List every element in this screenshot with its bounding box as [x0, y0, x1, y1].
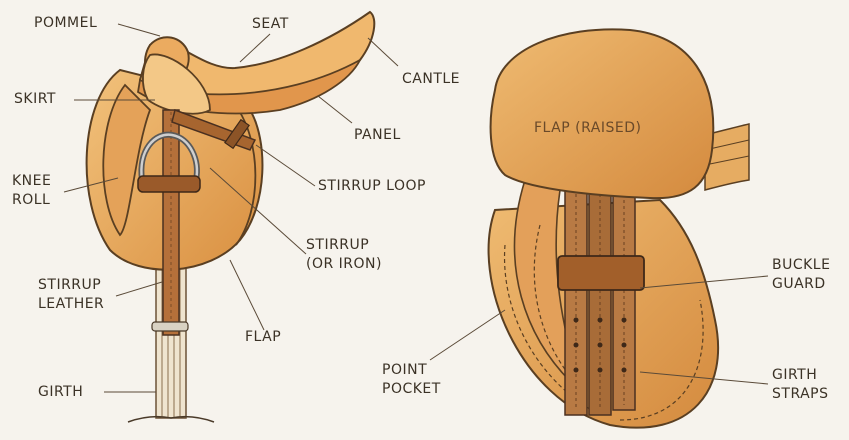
- label-stirrup-loop: STIRRUP LOOP: [318, 177, 426, 196]
- label-skirt: SKIRT: [14, 90, 56, 109]
- label-knee-roll: KNEE ROLL: [12, 172, 51, 210]
- label-panel: PANEL: [354, 126, 401, 145]
- raised-flap-drawing: [491, 29, 714, 198]
- label-stirrup: STIRRUP (OR IRON): [306, 236, 382, 274]
- label-seat: SEAT: [252, 15, 289, 34]
- label-stirrup-leather: STIRRUP LEATHER: [38, 276, 104, 314]
- label-point-pocket: POINT POCKET: [382, 361, 441, 399]
- label-cantle: CANTLE: [402, 70, 460, 89]
- label-buckle-guard: BUCKLE GUARD: [772, 256, 830, 294]
- buckle-guard-drawing: [558, 256, 644, 290]
- left-saddle: [64, 12, 398, 422]
- label-girth: GIRTH: [38, 383, 83, 402]
- label-flap-raised: FLAP (RAISED): [534, 120, 641, 136]
- label-pommel: POMMEL: [34, 14, 97, 33]
- right-saddle: [430, 29, 768, 427]
- label-girth-straps: GIRTH STRAPS: [772, 366, 829, 404]
- label-flap: FLAP: [245, 328, 281, 347]
